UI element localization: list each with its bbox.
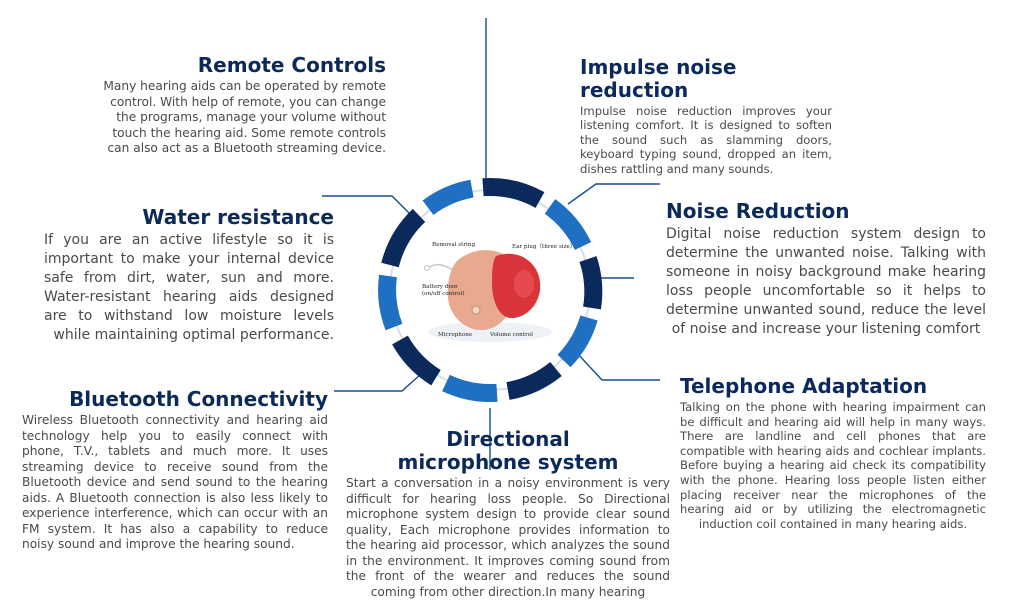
feature-description: Wireless Bluetooth connectivity and hear…	[22, 413, 328, 551]
device-labels: Removal string Ear plug（three size） Batt…	[422, 242, 575, 338]
label-volume-control: Volume control	[489, 332, 533, 338]
ring-segment	[422, 179, 474, 216]
feature-title: Bluetooth Connectivity	[69, 387, 328, 411]
feature-impulse-noise-reduction: Impulse noise reduction Impulse noise re…	[580, 56, 848, 176]
label-microphone: Microphone	[438, 332, 473, 338]
label-ear-plug: Ear plug（three size）	[512, 243, 575, 250]
feature-title: Telephone Adaptation	[680, 374, 928, 398]
feature-description: Start a conversation in a noisy environm…	[346, 476, 670, 599]
connector-noise	[567, 183, 660, 205]
feature-water-resistance: Water resistance If you are an active li…	[44, 206, 334, 345]
feature-description: Talking on the phone with hearing impair…	[680, 400, 986, 531]
feature-description: Many hearing aids can be operated by rem…	[103, 79, 386, 155]
feature-title: Remote Controls	[197, 53, 386, 77]
hearing-aid-image	[424, 250, 552, 342]
feature-title: Impulse noise reduction	[580, 55, 737, 102]
ring-segment	[579, 256, 603, 310]
label-battery-door: Battery door	[422, 284, 458, 290]
feature-telephone-adaptation: Telephone Adaptation Talking on the phon…	[680, 375, 986, 531]
ring-segment	[557, 315, 598, 368]
feature-description: If you are an active lifestyle so it is …	[44, 232, 334, 343]
connector-telephone	[575, 351, 660, 381]
label-battery-door-sub: (on/off control)	[422, 290, 465, 297]
ring-segment	[378, 274, 403, 331]
feature-directional-microphone: Directional microphone system Start a co…	[346, 428, 670, 600]
feature-title: Directional microphone system	[397, 427, 619, 474]
feature-title: Noise Reduction	[666, 199, 850, 223]
ring-segment	[392, 335, 441, 386]
feature-noise-reduction: Noise Reduction Digital noise reduction …	[666, 200, 986, 339]
feature-title: Water resistance	[142, 205, 334, 229]
ring-segment	[442, 374, 498, 403]
feature-description: Impulse noise reduction improves your li…	[580, 104, 832, 176]
ring-segment	[506, 361, 562, 400]
label-removal-string: Removal string	[432, 242, 475, 248]
feature-remote-controls: Remote Controls Many hearing aids can be…	[100, 54, 386, 157]
feature-ring: Removal string Ear plug（three size） Batt…	[378, 177, 603, 403]
ring-segment	[381, 208, 426, 268]
feature-bluetooth-connectivity: Bluetooth Connectivity Wireless Bluetoot…	[22, 388, 328, 553]
feature-description: Digital noise reduction system design to…	[666, 226, 986, 337]
ring-segment	[544, 199, 592, 251]
ring-segment	[482, 177, 545, 208]
